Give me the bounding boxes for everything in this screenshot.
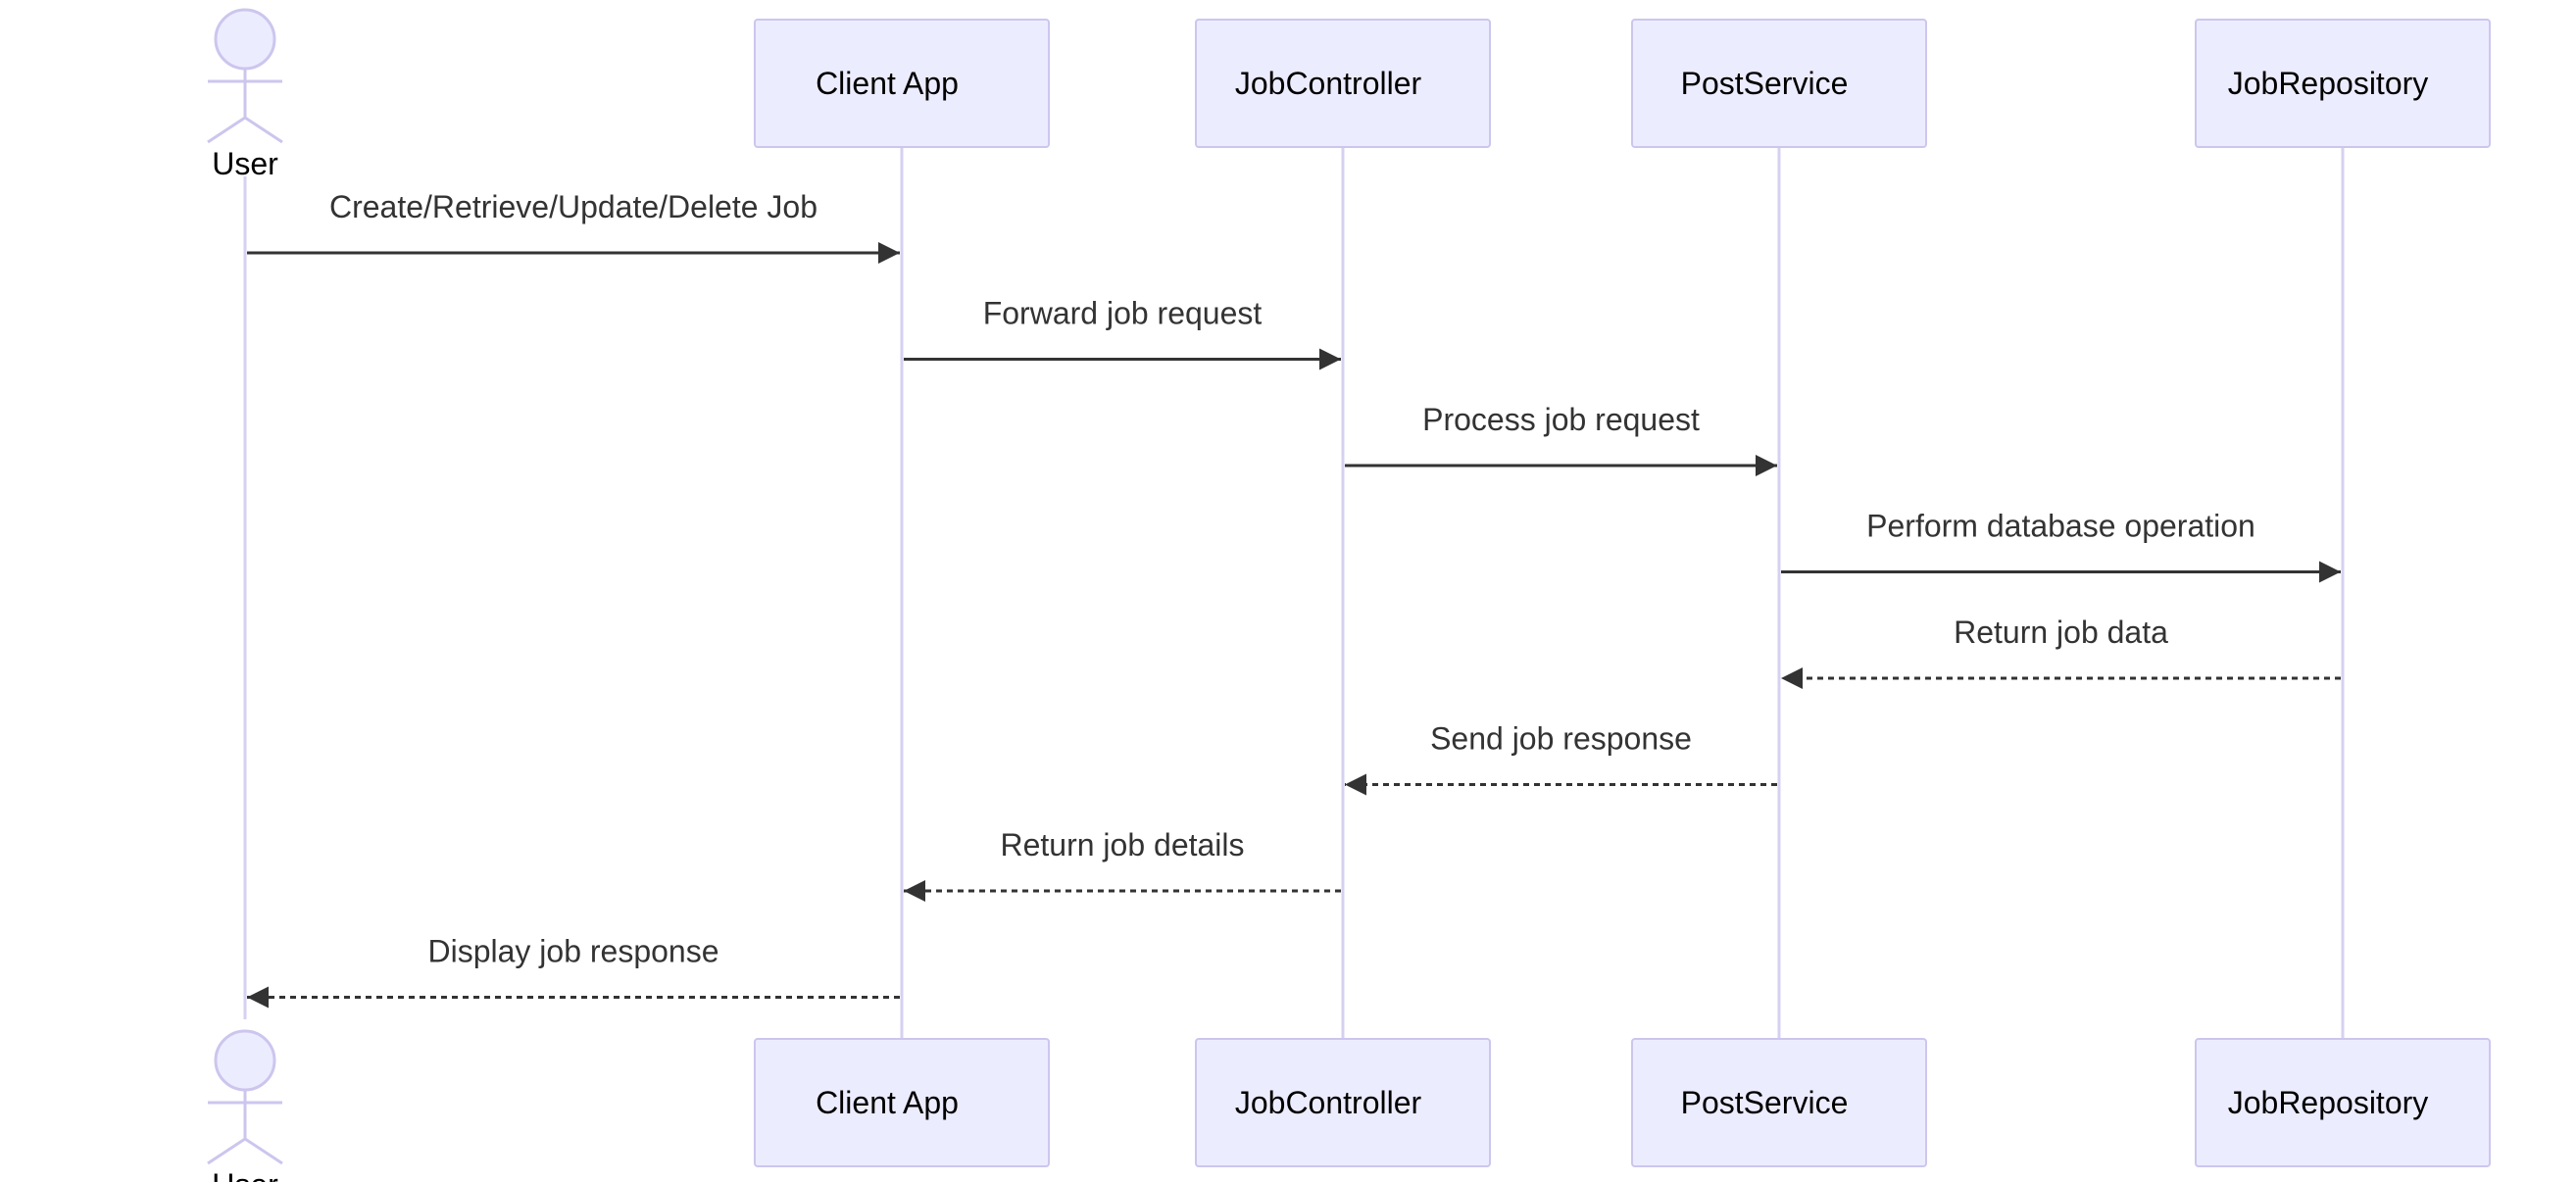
message-label: Perform database operation (1866, 509, 2255, 544)
participant-box (2195, 19, 2491, 148)
participant-controller-top[interactable]: JobController (1195, 19, 1491, 148)
participant-label: Client App (816, 66, 959, 101)
participant-repository-top[interactable]: JobRepository (2195, 19, 2491, 148)
participant-label: JobRepository (2228, 1085, 2429, 1120)
actor-figure-icon (207, 1029, 283, 1165)
message-2: Forward job request (904, 296, 1341, 370)
participant-box (754, 19, 1050, 148)
participant-box (1195, 19, 1491, 148)
participant-user-top[interactable]: User (207, 8, 283, 181)
participant-label: JobController (1235, 66, 1422, 101)
participant-box (2195, 1038, 2491, 1167)
message-8: Display job response (247, 934, 900, 1009)
message-7: Return job details (904, 827, 1341, 902)
participant-label: PostService (1681, 66, 1849, 101)
message-label: Forward job request (983, 296, 1263, 331)
participant-service-bottom[interactable]: PostService (1631, 1038, 1927, 1167)
participant-controller-bottom[interactable]: JobController (1195, 1038, 1491, 1167)
message-label: Display job response (427, 934, 718, 969)
message-label: Send job response (1430, 721, 1692, 757)
message-1: Create/Retrieve/Update/Delete Job (247, 189, 900, 264)
message-label: Process job request (1422, 402, 1700, 437)
message-label: Return job data (1954, 615, 2168, 650)
participant-box (754, 1038, 1050, 1167)
participant-client-bottom[interactable]: Client App (754, 1038, 1050, 1167)
participant-label: User (212, 1167, 278, 1182)
participant-user-bottom[interactable]: User (207, 1029, 283, 1182)
participant-box (1195, 1038, 1491, 1167)
actor-figure-icon (207, 8, 283, 144)
participant-label: JobRepository (2228, 66, 2429, 101)
message-4: Perform database operation (1781, 509, 2341, 583)
message-6: Send job response (1345, 721, 1777, 796)
participant-label: PostService (1681, 1085, 1849, 1120)
message-3: Process job request (1345, 402, 1777, 476)
participant-label: User (212, 146, 278, 181)
participant-box (1631, 19, 1927, 148)
participant-client-top[interactable]: Client App (754, 19, 1050, 148)
participant-label: Client App (816, 1085, 959, 1120)
message-label: Create/Retrieve/Update/Delete Job (329, 189, 817, 224)
participant-box (1631, 1038, 1927, 1167)
participant-repository-bottom[interactable]: JobRepository (2195, 1038, 2491, 1167)
message-5: Return job data (1781, 615, 2341, 689)
participant-service-top[interactable]: PostService (1631, 19, 1927, 148)
participant-label: JobController (1235, 1085, 1422, 1120)
message-label: Return job details (1000, 827, 1244, 862)
